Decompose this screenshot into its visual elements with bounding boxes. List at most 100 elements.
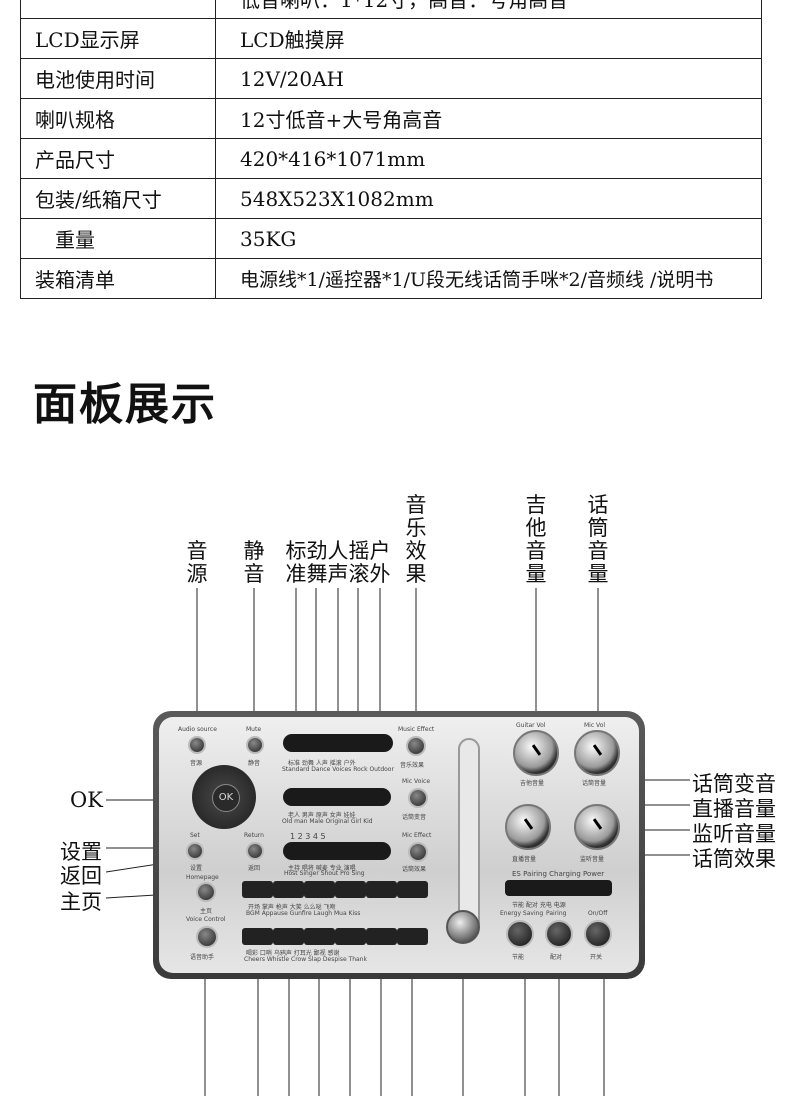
spec-key: 电池使用时间 [20, 58, 216, 99]
energy-saving-text: Energy Saving [500, 910, 544, 917]
power-button[interactable] [584, 920, 612, 948]
audio-source-cn: 音源 [190, 760, 203, 767]
spec-value: 12寸低音+大号角高音 [215, 98, 762, 139]
voice-control-text: Voice Control [186, 916, 226, 923]
section-title: 面板展示 [33, 379, 217, 430]
sound-pad-kiss[interactable] [397, 881, 428, 898]
onoff-cn: 开关 [590, 954, 603, 961]
label-mute: 静音 [243, 539, 265, 586]
settings-cn: 设置 [190, 865, 203, 872]
spec-key: 产品尺寸 [20, 138, 216, 179]
mute-cn: 静音 [248, 760, 261, 767]
homepage-text: Homepage [186, 874, 219, 881]
energy-saving-cn: 节能 [512, 954, 525, 961]
label-dance: 劲舞 [306, 539, 328, 586]
sound-pad-slap[interactable] [335, 928, 366, 945]
label-mic-effect: 话筒效果 [692, 847, 776, 871]
sound-pad-gunfire[interactable] [304, 881, 335, 898]
energy-saving-button[interactable] [506, 920, 534, 948]
status-text: ES Pairing Charging Power [512, 870, 605, 878]
sound-pad-cheers[interactable] [242, 928, 273, 945]
mode-bar[interactable] [283, 734, 393, 752]
settings-text: Set [190, 832, 200, 839]
monitor-vol-cn: 监听音量 [580, 856, 605, 863]
monitor-volume-knob[interactable] [574, 804, 620, 850]
label-outdoor: 户外 [369, 539, 391, 586]
music-effect-button[interactable] [406, 736, 426, 756]
return-cn: 返回 [248, 865, 261, 872]
label-mic-volume: 话筒音量 [587, 493, 609, 586]
mic-effect-button[interactable] [408, 842, 428, 862]
label-guitar-volume: 吉他音量 [525, 493, 547, 586]
host-row: 主持 唱将 喊麦 专业 演唱 [288, 865, 356, 872]
homepage-cn: 主页 [200, 908, 213, 915]
pairing-button[interactable] [545, 920, 573, 948]
voice-control-button[interactable] [196, 926, 218, 948]
mic-volume-knob[interactable] [574, 730, 620, 776]
music-effect-cn: 音乐效果 [400, 762, 425, 769]
mute-button[interactable] [246, 736, 264, 754]
mic-vol-text: Mic Vol [584, 722, 606, 729]
label-home: 主页 [60, 890, 102, 914]
spec-key: 重量 [20, 218, 216, 259]
audio-source-text: Audio source [178, 726, 217, 733]
sound-pad-whistle[interactable] [273, 928, 304, 945]
bgm-row-en: BGM Appause Gunfire Laugh Mua Kiss [246, 910, 361, 917]
mic-effect-text: Mic Effect [402, 832, 432, 839]
spec-key: 装箱清单 [20, 258, 216, 299]
sound-pad-bgm[interactable] [242, 881, 273, 898]
guitar-volume-knob[interactable] [513, 730, 559, 776]
sound-pad-thank[interactable] [397, 928, 428, 945]
mic-effect-cn: 话筒效果 [402, 866, 427, 873]
sound-pad-despise[interactable] [366, 928, 397, 945]
return-button[interactable] [246, 842, 264, 860]
live-vol-cn: 直播音量 [512, 856, 537, 863]
cheers-row: 喝彩 口哨 乌鸦声 打耳光 鄙视 感谢 [246, 950, 340, 957]
spec-row: 低音喇叭：1*12寸，高音：号角高音 [20, 0, 762, 19]
label-ok: OK [70, 788, 103, 812]
label-voice: 人声 [327, 539, 349, 586]
sound-pad-laugh[interactable] [335, 881, 366, 898]
label-music-effect: 音乐效果 [405, 493, 427, 586]
spec-key: 包装/纸箱尺寸 [20, 178, 216, 219]
audio-source-button[interactable] [188, 736, 206, 754]
volume-slider-knob[interactable] [446, 910, 480, 944]
label-mic-voice-change: 话筒变音 [692, 772, 776, 796]
label-return: 返回 [60, 864, 102, 888]
home-button[interactable] [196, 882, 216, 902]
mic-voice-cn: 话筒变音 [402, 814, 427, 821]
mic-voice-button[interactable] [408, 788, 428, 808]
spec-value: 低音喇叭：1*12寸，高音：号角高音 [215, 0, 762, 19]
sound-pad-applause[interactable] [273, 881, 304, 898]
live-volume-knob[interactable] [505, 804, 551, 850]
voice-bar[interactable] [283, 788, 391, 806]
sound-pad-crow[interactable] [304, 928, 335, 945]
ok-button[interactable]: OK [212, 784, 240, 812]
number-row: 1 2 3 4 5 [290, 832, 326, 841]
guitar-vol-cn: 吉他音量 [520, 780, 545, 787]
voice-control-cn: 语音助手 [190, 954, 215, 961]
return-text: Return [244, 832, 264, 839]
spec-row: 装箱清单电源线*1/遥控器*1/U段无线话筒手咪*2/音频线 /说明书 [20, 258, 762, 299]
host-row-en: Host Singer Shout Pro Sing [284, 870, 365, 877]
settings-button[interactable] [186, 842, 204, 860]
spec-key: LCD显示屏 [20, 18, 216, 59]
spec-value: 35KG [215, 218, 762, 259]
host-bar[interactable] [283, 842, 391, 860]
cheers-row-en: Cheers Whistle Crow Slap Despise Thank [244, 956, 367, 963]
spec-key: 喇叭规格 [20, 98, 216, 139]
spec-value: 电源线*1/遥控器*1/U段无线话筒手咪*2/音频线 /说明书 [215, 258, 762, 299]
label-settings: 设置 [60, 840, 102, 864]
mute-text: Mute [246, 726, 262, 733]
voice-row-en: Old man Male Original Girl Kid [282, 818, 373, 825]
volume-slider-track[interactable] [458, 738, 480, 933]
spec-key [20, 0, 216, 19]
guitar-vol-text: Guitar Vol [516, 722, 546, 729]
voice-row: 老人 男声 原声 女声 娃娃 [288, 812, 356, 819]
label-source: 音源 [186, 539, 208, 586]
sound-pad-mua[interactable] [366, 881, 397, 898]
